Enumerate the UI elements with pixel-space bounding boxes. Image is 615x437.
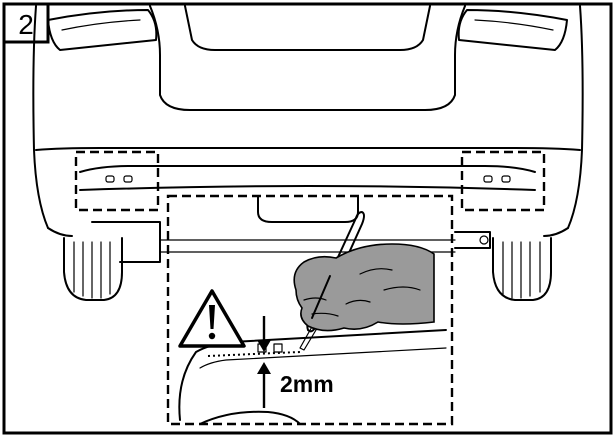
step-number: 2 <box>18 9 34 40</box>
cut-line <box>207 351 301 357</box>
right-wheel <box>492 237 552 301</box>
left-wheel <box>63 237 123 301</box>
measurement-arrows <box>257 316 271 408</box>
step-badge: 2 <box>2 2 50 44</box>
hand-with-knife <box>293 211 435 351</box>
left-cut-zone-frame <box>74 150 160 212</box>
car-rear <box>32 5 584 263</box>
detail-zoom-frame <box>166 194 454 426</box>
right-cut-zone-frame <box>460 150 546 212</box>
measurement-label: 2mm <box>280 371 334 397</box>
warning-triangle-icon <box>178 289 246 348</box>
